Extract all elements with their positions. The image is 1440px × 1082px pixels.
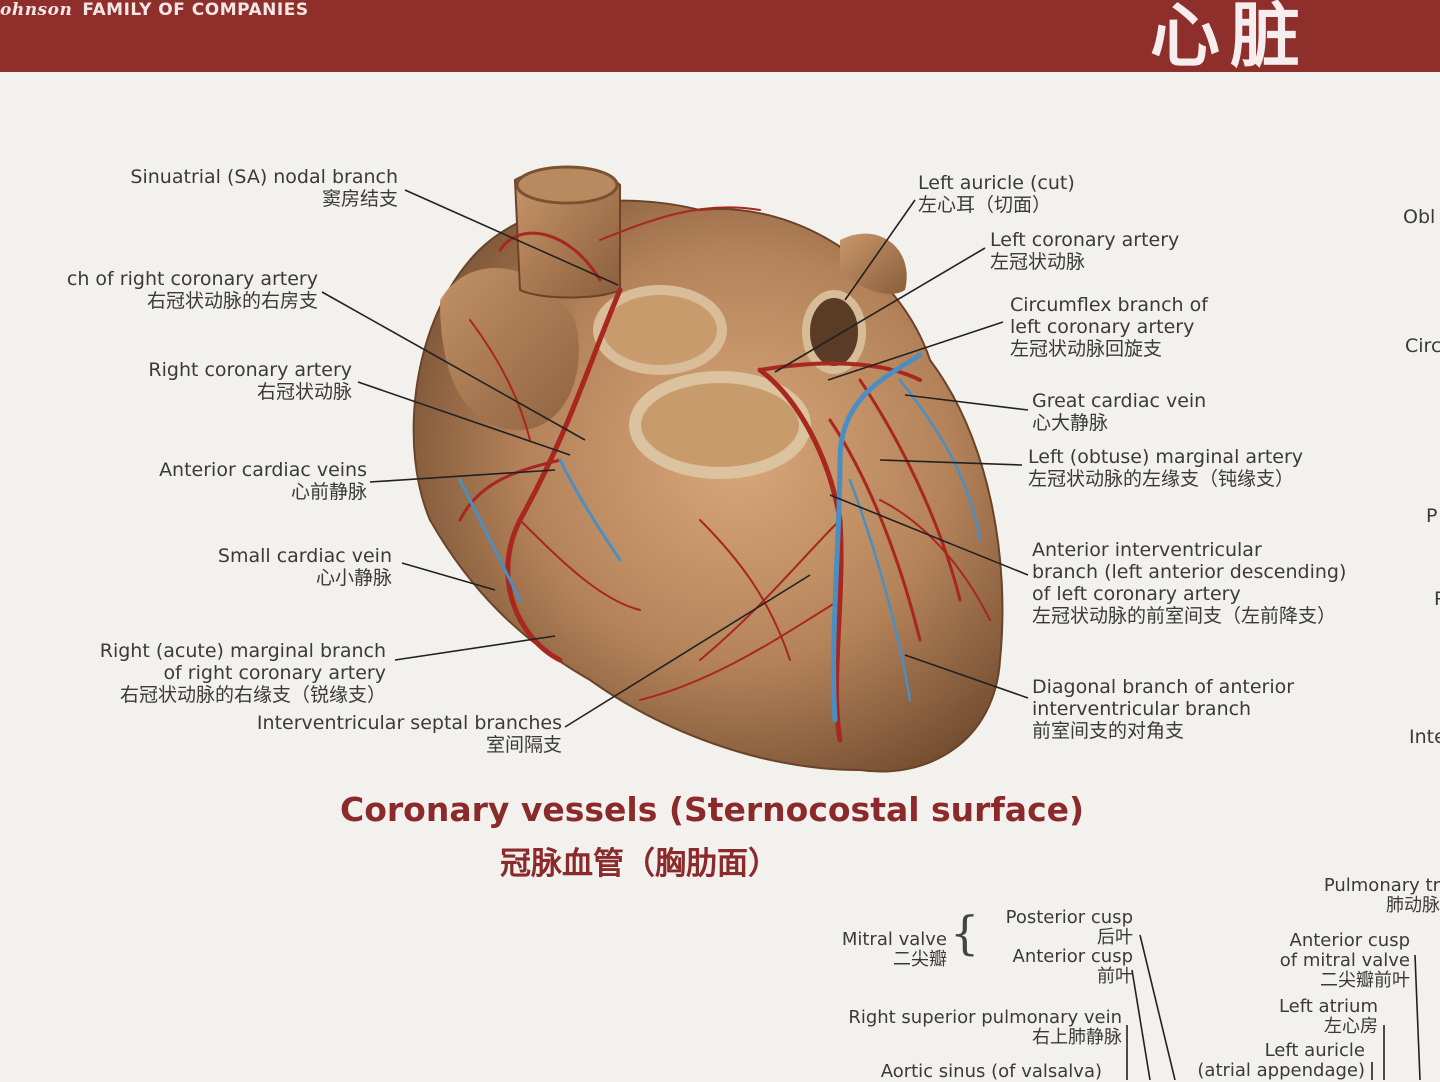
label-en: Right coronary artery — [148, 359, 352, 381]
edge-label-5: Inte — [1409, 726, 1440, 748]
chart-title-fragment: 心脏 — [1150, 0, 1310, 77]
label-right-superior-pulmonary-vein: Right superior pulmonary vein 右上肺静脉 — [848, 1008, 1122, 1048]
label-en: Anterior cusp — [1012, 946, 1134, 967]
label-zh: 左冠状动脉回旋支 — [1010, 338, 1163, 360]
edge-label-2: Circ — [1405, 335, 1440, 357]
label-circumflex-branch: Circumflex branch of left coronary arter… — [1010, 294, 1208, 360]
label-diagonal-branch: Diagonal branch of anterior interventric… — [1032, 676, 1294, 742]
label-zh: 肺动脉 — [1386, 895, 1440, 916]
figure-caption-zh: 冠脉血管（胸肋面） — [500, 846, 779, 882]
svc-opening — [515, 165, 619, 205]
right-atrium — [440, 267, 579, 430]
brace-icon: { — [950, 906, 980, 960]
label-en: Aortic sinus (of valsalva) — [880, 1061, 1102, 1082]
label-en: ch of right coronary artery — [66, 268, 318, 290]
label-left-auricle-appendage: Left auricle (atrial appendage) — [1197, 1041, 1365, 1081]
label-zh: 右冠状动脉的右房支 — [146, 290, 318, 312]
label-sa-nodal-branch: Sinuatrial (SA) nodal branch 窦房结支 — [130, 166, 398, 210]
label-en: Great cardiac vein — [1032, 390, 1207, 412]
label-anterior-cardiac-veins: Anterior cardiac veins 心前静脉 — [159, 459, 367, 503]
label-en-line2: of right coronary artery — [163, 662, 386, 684]
label-anterior-cusp-mitral: Anterior cusp of mitral valve 二尖瓣前叶 — [1280, 931, 1410, 991]
label-zh: 左冠状动脉的前室间支（左前降支） — [1032, 605, 1337, 627]
label-en-line3: of left coronary artery — [1032, 583, 1241, 605]
label-small-cardiac-vein: Small cardiac vein 心小静脉 — [218, 545, 392, 589]
label-en: Right superior pulmonary vein — [848, 1007, 1122, 1028]
label-en: Mitral valve — [841, 929, 947, 950]
edge-label-4: P — [1434, 588, 1440, 610]
label-septal-branches: Interventricular septal branches 室间隔支 — [257, 712, 562, 756]
label-zh: 前叶 — [1097, 966, 1133, 987]
label-en-line2: (atrial appendage) — [1197, 1060, 1365, 1081]
label-zh: 心小静脉 — [315, 567, 392, 589]
label-pulmonary-trunk: Pulmonary tr 肺动脉 — [1324, 876, 1440, 916]
label-acute-marginal-branch: Right (acute) marginal branch of right c… — [100, 640, 386, 706]
label-en: Interventricular septal branches — [256, 712, 562, 734]
left-auricle-cut — [802, 290, 866, 374]
label-zh: 心前静脉 — [290, 481, 367, 503]
left-auricle — [840, 233, 907, 294]
label-left-atrium: Left atrium 左心房 — [1279, 997, 1378, 1037]
label-zh: 窦房结支 — [321, 188, 398, 210]
label-left-auricle-cut: Left auricle (cut) 左心耳（切面） — [918, 172, 1075, 216]
label-en: Left coronary artery — [990, 229, 1180, 251]
label-en-line1: Diagonal branch of anterior — [1032, 676, 1295, 698]
label-zh: 前室间支的对角支 — [1032, 720, 1185, 742]
label-zh: 二尖瓣 — [893, 949, 947, 970]
edge-label-3: P — [1426, 505, 1438, 527]
label-zh: 左冠状动脉 — [990, 251, 1086, 273]
figure-caption-en: Coronary vessels (Sternocostal surface) — [340, 790, 1085, 829]
brand-text: ohnson FAMILY OF COMPANIES — [0, 0, 309, 20]
label-right-coronary-artery: Right coronary artery 右冠状动脉 — [148, 359, 352, 403]
label-zh: 左心耳（切面） — [918, 194, 1052, 216]
heart-body — [412, 199, 1004, 773]
label-en: Small cardiac vein — [217, 545, 392, 567]
label-en: Left auricle (cut) — [918, 172, 1075, 194]
label-right-atrial-branch: ch of right coronary artery 右冠状动脉的右房支 — [67, 268, 318, 312]
label-en: Sinuatrial (SA) nodal branch — [130, 166, 398, 188]
label-zh: 右上肺静脉 — [1032, 1027, 1122, 1048]
label-en: Posterior cusp — [1005, 907, 1133, 928]
aorta-ring — [593, 285, 727, 375]
label-zh: 左冠状动脉的左缘支（钝缘支） — [1028, 468, 1295, 490]
label-anterior-cusp: Anterior cusp 前叶 — [1013, 947, 1134, 987]
label-great-cardiac-vein: Great cardiac vein 心大静脉 — [1032, 390, 1206, 434]
label-en: Left (obtuse) marginal artery — [1028, 446, 1304, 468]
label-en-line1: Anterior cusp — [1289, 930, 1411, 951]
label-zh: 后叶 — [1097, 927, 1133, 948]
label-en-line2: interventricular branch — [1032, 698, 1252, 720]
label-en-line1: Left auricle — [1264, 1040, 1365, 1061]
label-posterior-cusp: Posterior cusp 后叶 — [1006, 908, 1133, 948]
label-zh: 左心房 — [1324, 1016, 1378, 1037]
label-left-coronary-artery: Left coronary artery 左冠状动脉 — [990, 229, 1179, 273]
label-aortic-sinus: Aortic sinus (of valsalva) — [881, 1062, 1102, 1082]
header-bar: ohnson FAMILY OF COMPANIES 心脏 — [0, 0, 1440, 77]
pulmonary-ring — [629, 371, 811, 479]
label-zh: 室间隔支 — [485, 734, 562, 756]
brand-family: FAMILY OF COMPANIES — [82, 0, 309, 20]
label-en-line1: Right (acute) marginal branch — [99, 640, 386, 662]
label-en: Left atrium — [1278, 996, 1378, 1017]
label-lad: Anterior interventricular branch (left a… — [1032, 539, 1346, 627]
label-zh: 右冠状动脉的右缘支（锐缘支） — [119, 684, 386, 706]
svc — [513, 168, 621, 299]
label-en-line1: Anterior interventricular — [1032, 539, 1262, 561]
label-en: Pulmonary tr — [1323, 875, 1440, 896]
label-en-line2: branch (left anterior descending) — [1032, 561, 1347, 583]
label-zh: 二尖瓣前叶 — [1320, 970, 1410, 991]
label-en-line1: Circumflex branch of — [1010, 294, 1208, 316]
brand-script: ohnson — [0, 0, 73, 20]
label-zh: 右冠状动脉 — [256, 381, 352, 403]
edge-label-1: Obl — [1403, 206, 1436, 228]
label-zh: 心大静脉 — [1032, 412, 1109, 434]
label-mitral-valve: Mitral valve 二尖瓣 — [842, 930, 947, 970]
label-en: Anterior cardiac veins — [159, 459, 367, 481]
label-en-line2: left coronary artery — [1010, 316, 1195, 338]
label-en-line2: of mitral valve — [1279, 950, 1410, 971]
label-obtuse-marginal-artery: Left (obtuse) marginal artery 左冠状动脉的左缘支（… — [1028, 446, 1303, 490]
